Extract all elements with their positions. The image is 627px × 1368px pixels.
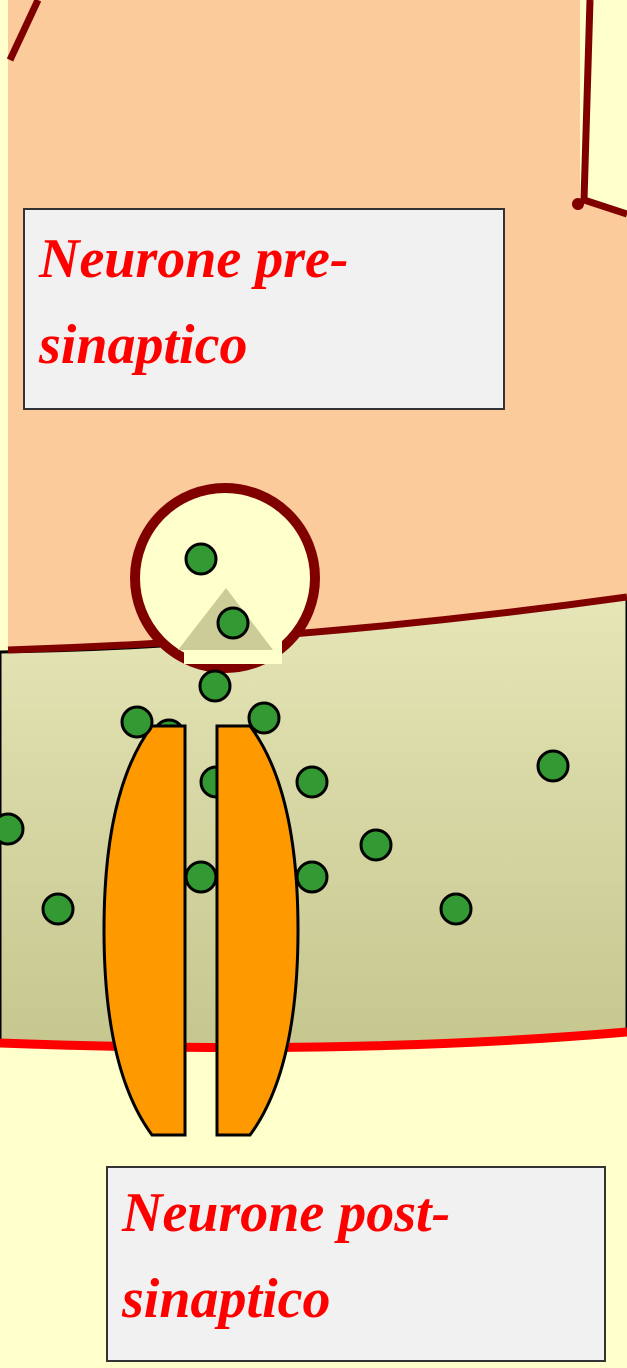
membrane-junction-node	[572, 198, 584, 210]
postsynaptic-label: Neurone post- sinaptico	[106, 1166, 606, 1362]
neurotransmitter-molecule-icon	[43, 894, 73, 924]
neurotransmitter-molecule-icon	[297, 767, 327, 797]
presynaptic-label-line2: sinaptico	[39, 302, 489, 388]
neurotransmitter-molecule-icon	[186, 862, 216, 892]
neurotransmitter-molecule-icon	[441, 894, 471, 924]
presynaptic-label: Neurone pre- sinaptico	[23, 208, 505, 410]
postsynaptic-label-line2: sinaptico	[122, 1256, 590, 1342]
neurotransmitter-molecule-icon	[538, 751, 568, 781]
synaptic-cleft	[0, 590, 627, 1048]
neurotransmitter-molecule-icon	[186, 544, 216, 574]
bound-neurotransmitter-molecule-icon	[122, 707, 152, 737]
postsynaptic-label-line1: Neurone post-	[122, 1170, 590, 1256]
neurotransmitter-molecule-icon	[218, 608, 248, 638]
neurotransmitter-molecule-icon	[0, 814, 23, 844]
synaptic-vesicle-icon	[135, 488, 315, 668]
neurotransmitter-molecule-icon	[297, 862, 327, 892]
neurotransmitter-molecule-icon	[361, 830, 391, 860]
presynaptic-label-line1: Neurone pre-	[39, 216, 489, 302]
neurotransmitter-molecule-icon	[200, 671, 230, 701]
